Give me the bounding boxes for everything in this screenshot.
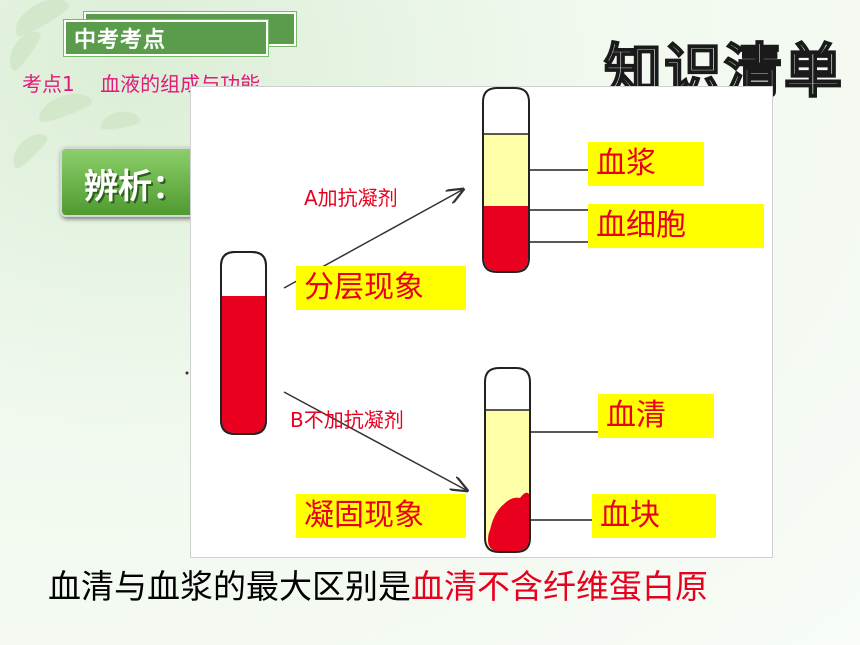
plasma-layer [484,134,528,206]
label-without-anticoagulant: B不加抗凝剂 [290,408,404,432]
label-blood-cells: 血细胞 [588,204,764,248]
analysis-button-label: 辨析： [84,167,186,207]
conclusion-highlight: 血清不含纤维蛋白原 [411,567,708,606]
label-with-anticoagulant: A加抗凝剂 [304,186,398,210]
blood-cells-layer [484,206,528,271]
label-clot: 血块 [592,494,716,538]
section-badge-label: 中考考点 [74,28,167,53]
arrow-to-tube-b [283,391,466,490]
whole-blood-tube [220,251,267,435]
tube-no-anticoagulant [484,367,531,553]
label-clotting: 凝固现象 [296,494,466,538]
label-serum: 血清 [598,394,714,438]
conclusion-sentence: 血清与血浆的最大区别是血清不含纤维蛋白原 [48,560,708,608]
conclusion-prefix: 血清与血浆的最大区别是 [48,567,411,606]
label-plasma: 血浆 [588,142,704,186]
label-layering: 分层现象 [296,266,466,310]
clot-shape [488,492,529,551]
tube-anticoagulant [482,87,530,273]
stray-dot [185,371,189,375]
section-badge [64,20,268,56]
